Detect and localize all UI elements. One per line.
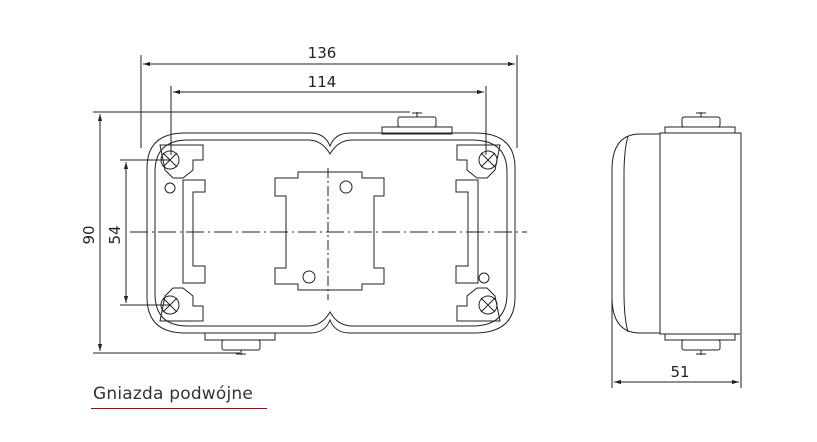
side-cover-inner — [623, 135, 629, 333]
housing-outline — [146, 132, 516, 334]
screw-br — [478, 295, 498, 315]
side-terminal-bottom — [664, 333, 736, 355]
corner-bracket-tl — [159, 144, 204, 179]
side-base — [659, 132, 742, 335]
front-view — [130, 112, 527, 355]
center-hole-top — [339, 180, 353, 194]
caption-underline — [91, 408, 267, 409]
corner-bracket-tr — [456, 144, 501, 179]
center-plate — [274, 171, 385, 291]
dimension-lines — [93, 55, 742, 388]
drawing-caption: Gniazda podwójne — [93, 384, 254, 404]
corner-bracket-bl — [159, 287, 204, 322]
dim-label-136: 136 — [308, 44, 337, 62]
dim-label-54: 54 — [106, 225, 124, 244]
side-terminal-top — [664, 112, 736, 134]
side-cover — [611, 133, 660, 334]
mount-slot-right — [455, 179, 479, 284]
corner-bracket-br — [456, 287, 501, 322]
dim-label-114: 114 — [308, 73, 337, 91]
terminal-top — [381, 112, 453, 135]
hole-left — [164, 182, 176, 194]
terminal-bottom — [204, 332, 276, 355]
center-hole-bottom — [302, 270, 316, 284]
housing-inner-outline — [154, 139, 508, 327]
dim-label-51: 51 — [670, 363, 689, 381]
hole-right-bottom — [478, 272, 490, 284]
screw-tr — [478, 150, 498, 170]
mount-slot-left — [182, 179, 206, 284]
dim-label-90: 90 — [80, 225, 98, 244]
side-view — [611, 112, 742, 355]
